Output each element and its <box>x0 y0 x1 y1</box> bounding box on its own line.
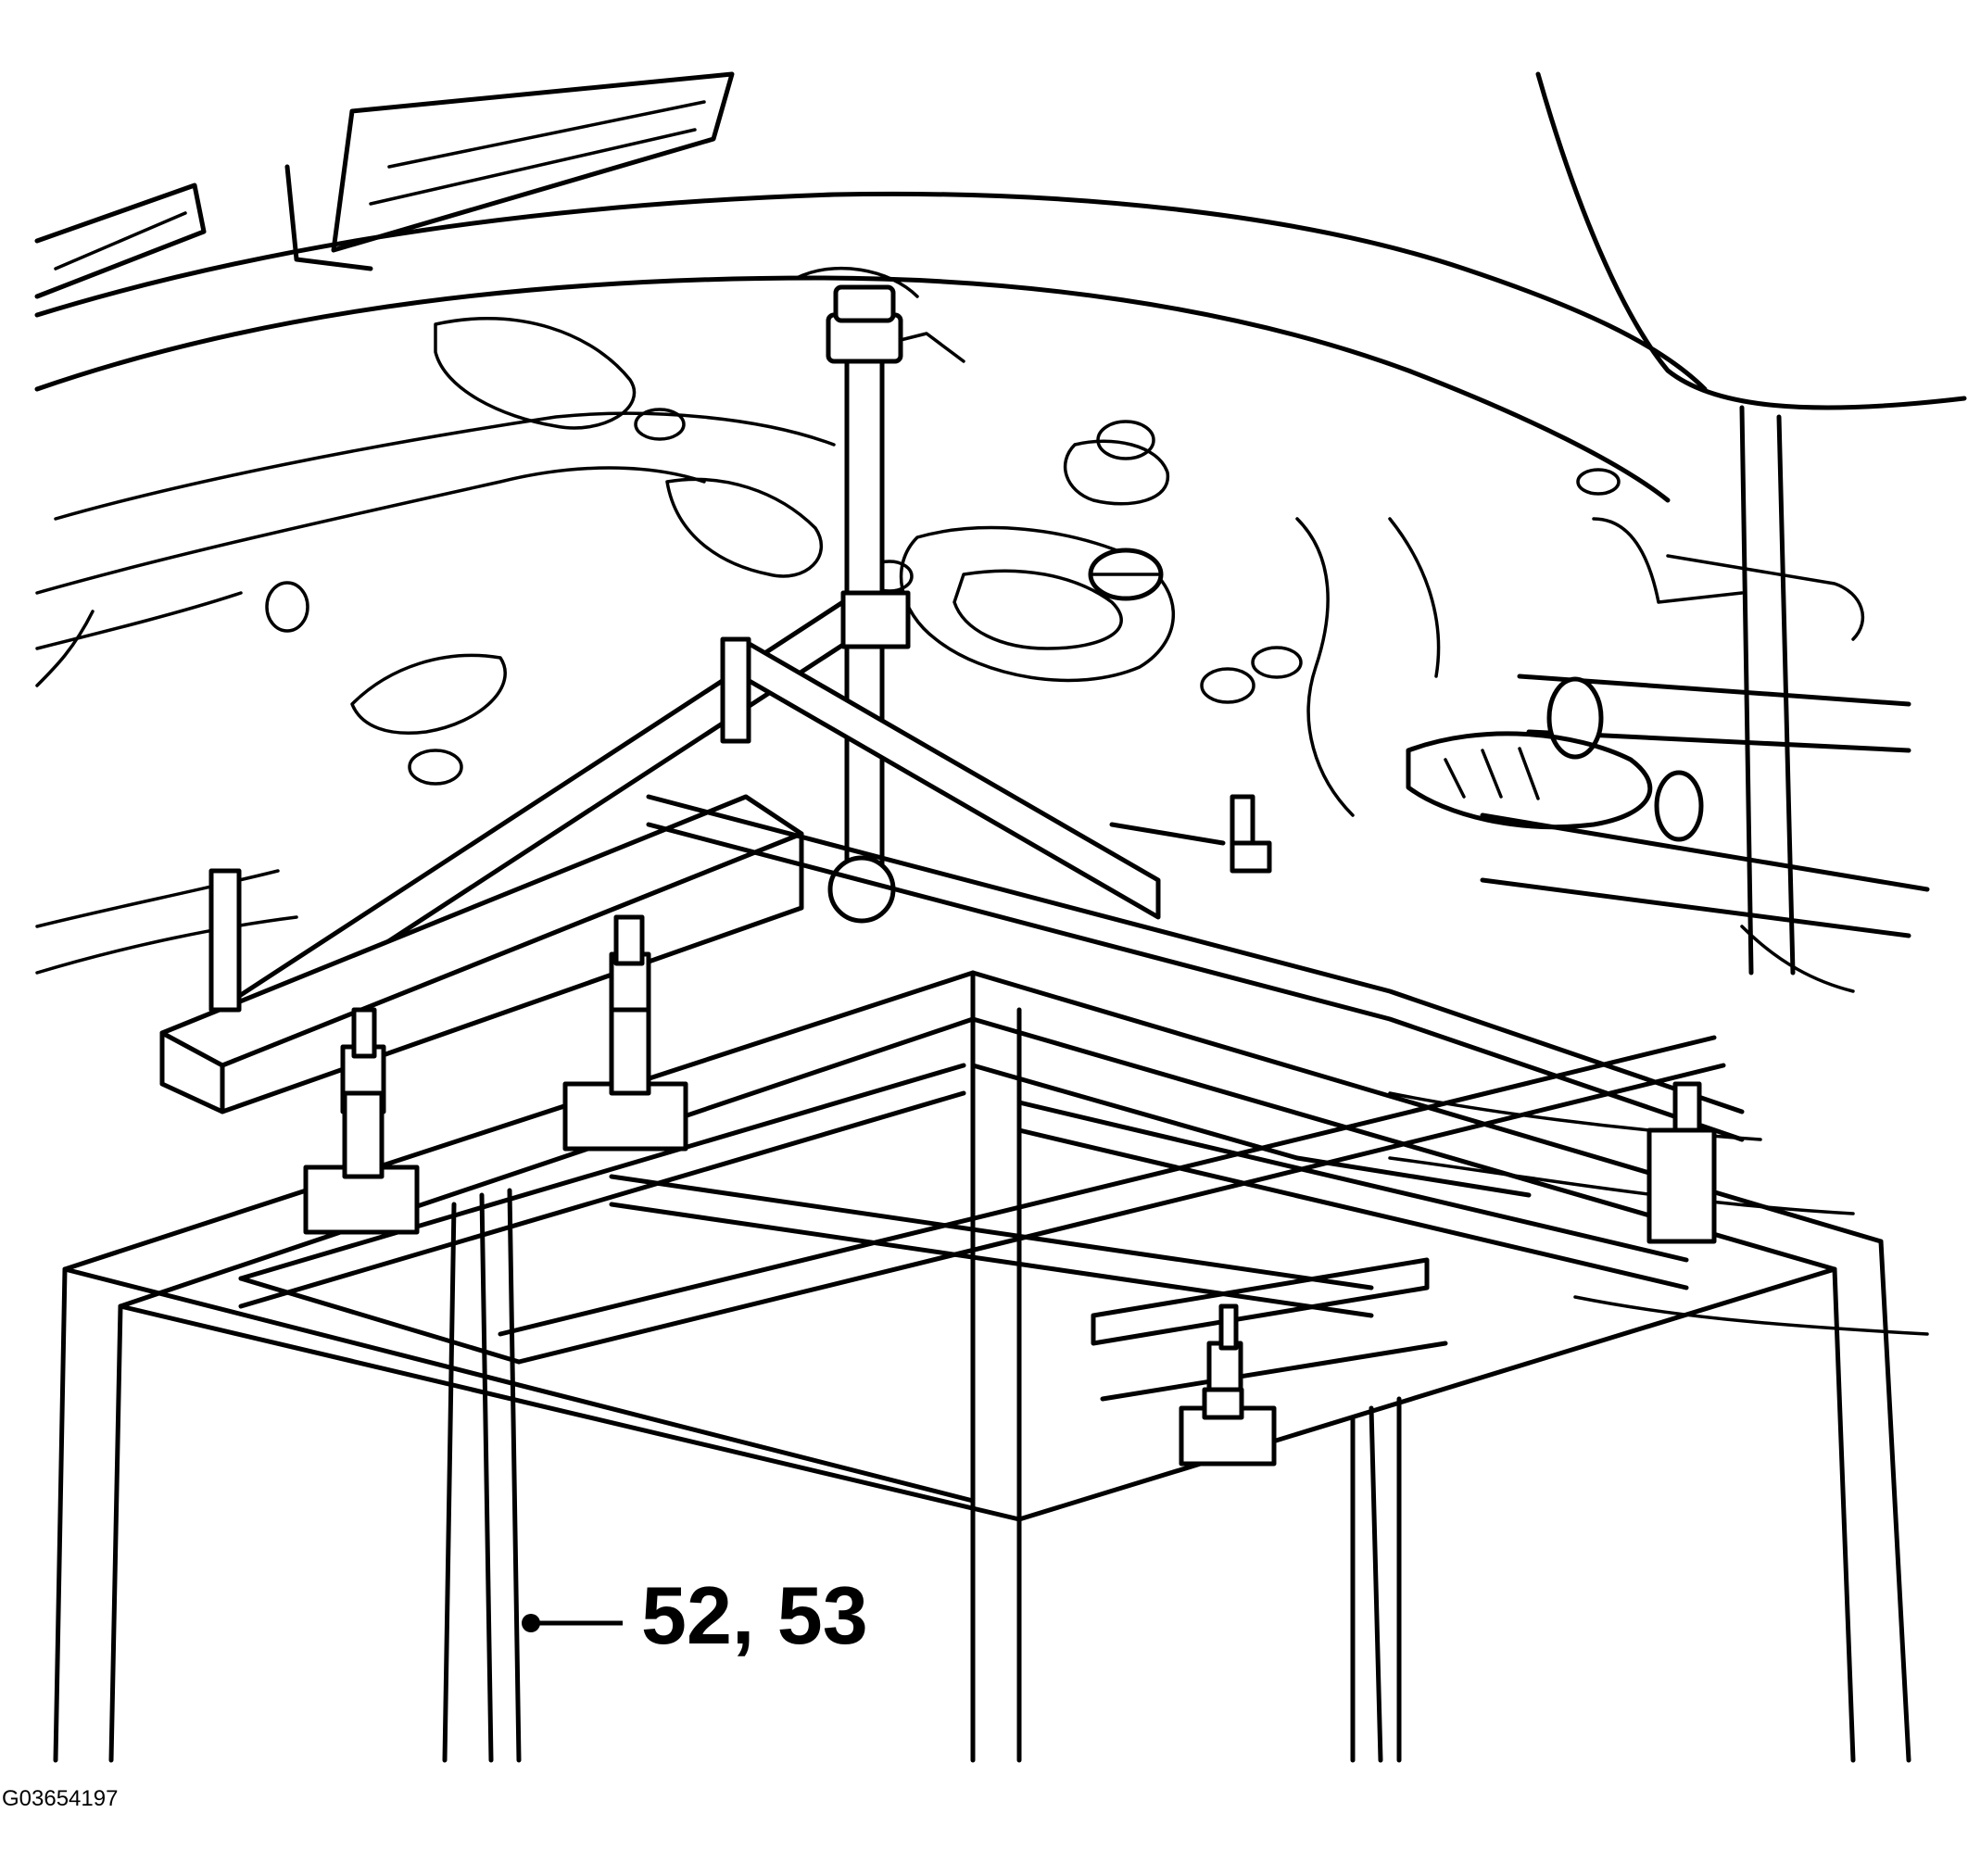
clamp-block-far <box>1646 1081 1717 1244</box>
clamp-block-right <box>1179 1303 1277 1467</box>
support-frame <box>53 284 1911 1763</box>
support-frame-leg <box>53 970 1911 1763</box>
callout-leader <box>522 1614 623 1632</box>
vehicle-underbody <box>34 71 1967 1336</box>
callout-label: 52, 53 <box>641 1569 868 1661</box>
clamp-block-left <box>303 1007 420 1235</box>
clamp-block-mid <box>562 914 688 1152</box>
figure-id: G03654197 <box>2 1786 119 1811</box>
